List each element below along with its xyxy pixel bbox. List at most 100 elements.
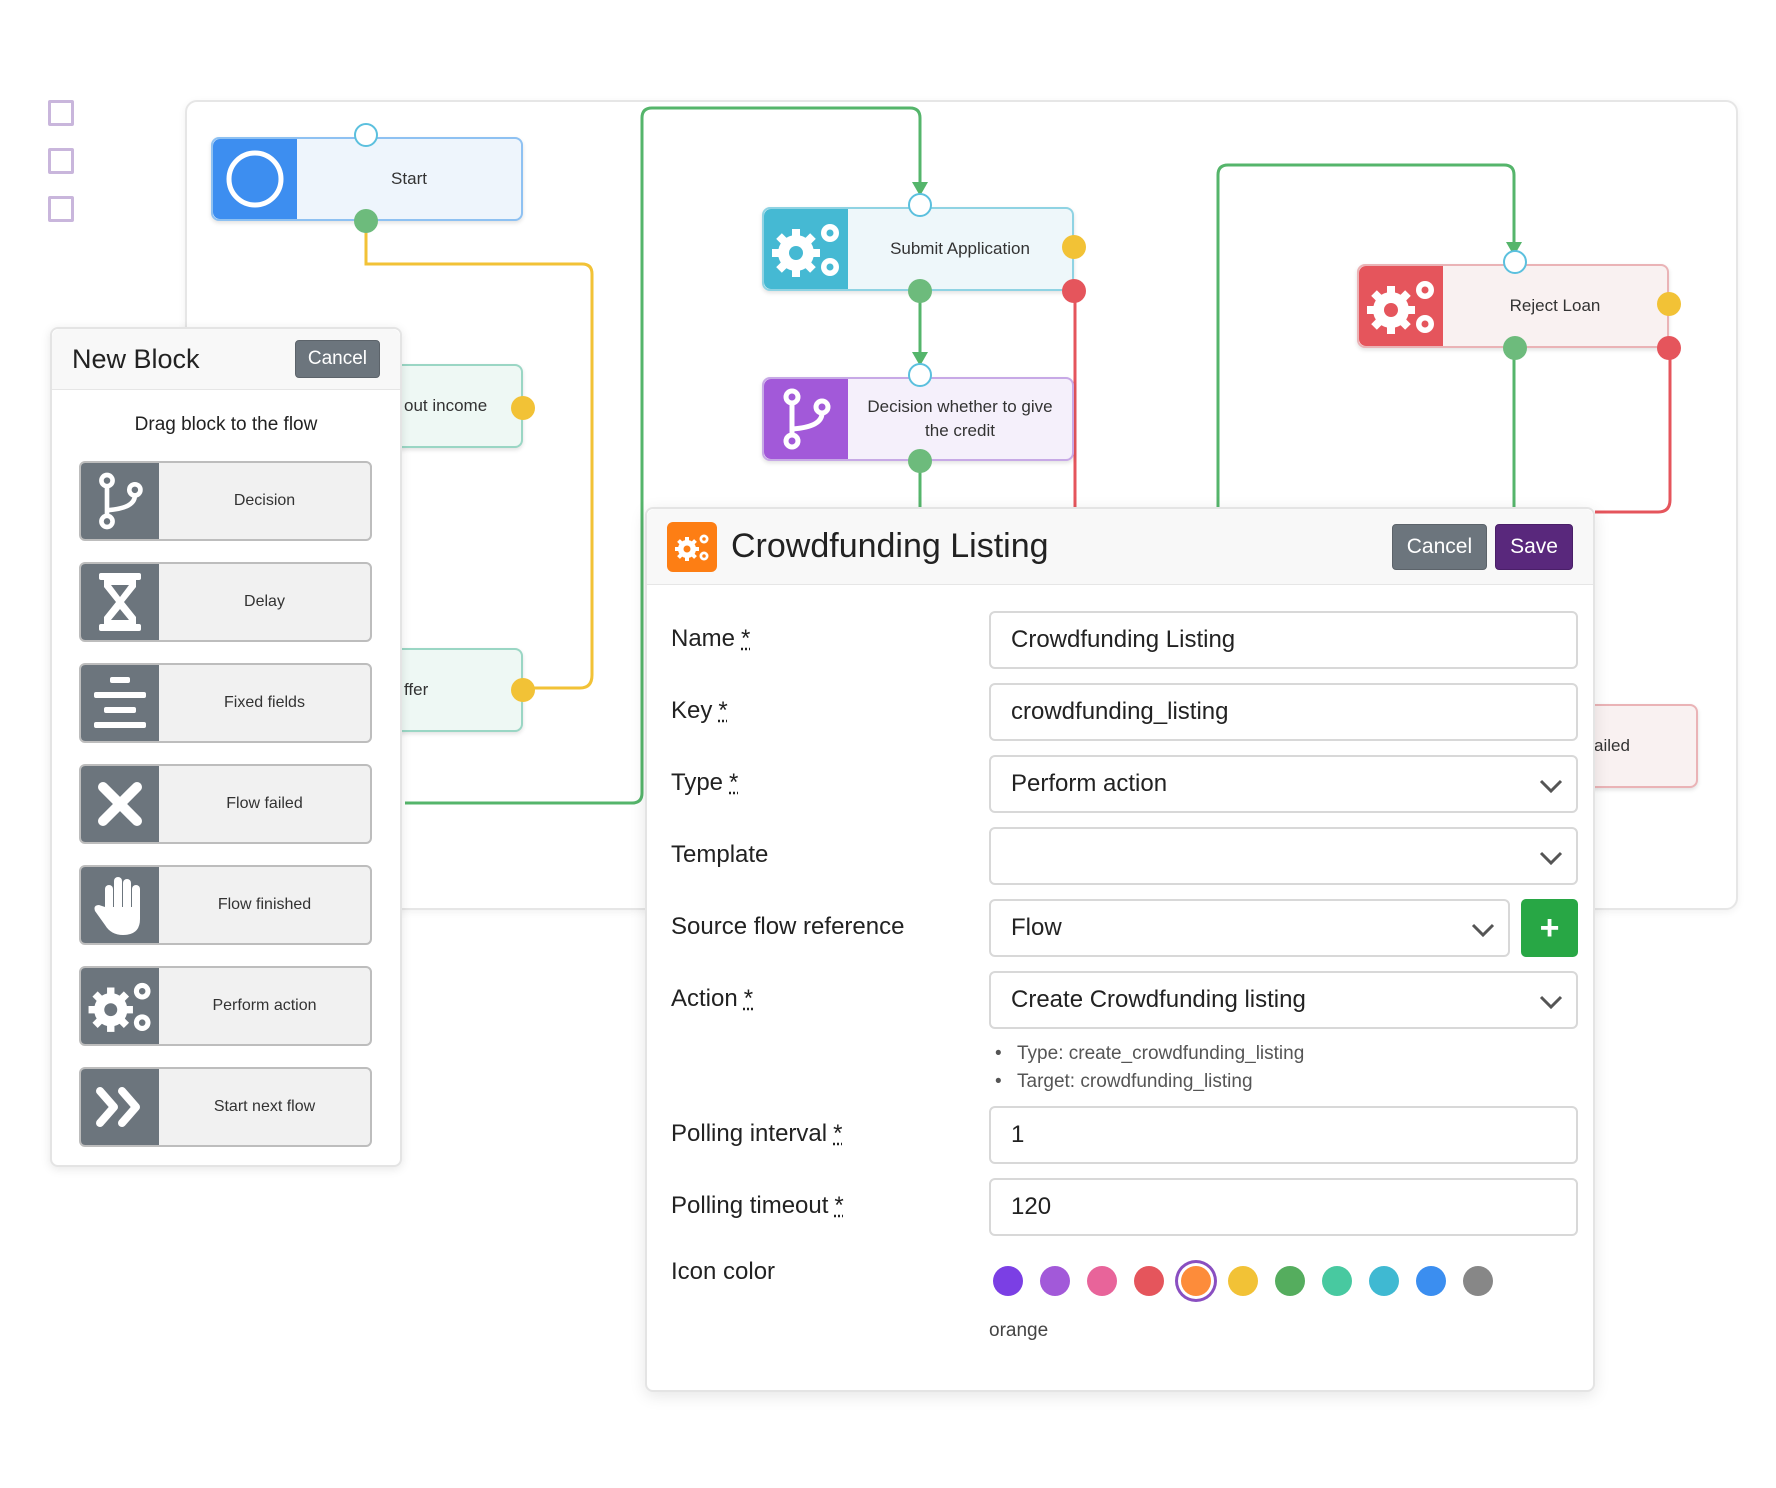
required-marker: *	[743, 985, 754, 1012]
node-label: ailed	[1594, 736, 1630, 755]
block-label: Flow finished	[217, 896, 312, 913]
color-swatch[interactable]	[1369, 1266, 1399, 1296]
select-value: Flow	[1011, 914, 1062, 941]
block-flow-failed[interactable]: Flow failed	[79, 764, 372, 844]
port-out[interactable]	[908, 279, 932, 303]
color-swatch[interactable]	[1322, 1266, 1352, 1296]
port-in[interactable]	[908, 363, 932, 387]
connector-start-branch	[364, 222, 594, 690]
x-icon	[81, 766, 159, 842]
cancel-button[interactable]: Cancel	[294, 340, 380, 378]
block-fixed-fields[interactable]: Fixed fields	[79, 663, 372, 743]
cancel-button[interactable]: Cancel	[1391, 523, 1488, 570]
block-perform-action[interactable]: Perform action	[79, 966, 372, 1046]
node-offer[interactable]: ffer	[380, 648, 535, 732]
connector-reject-error	[1595, 350, 1672, 514]
field-label: Key	[671, 697, 713, 724]
color-swatch[interactable]	[1275, 1266, 1305, 1296]
field-label: Name	[671, 625, 736, 652]
gears-icon	[667, 521, 717, 572]
port-in[interactable]	[1503, 250, 1527, 274]
color-swatch[interactable]	[993, 1266, 1023, 1296]
sidebar-toggle-2[interactable]	[48, 148, 74, 174]
node-reject-loan[interactable]: Reject Loan	[1357, 250, 1681, 360]
source-flow-select[interactable]: Flow	[989, 899, 1510, 957]
node-income[interactable]: out income	[380, 364, 535, 448]
color-swatch[interactable]	[1228, 1266, 1258, 1296]
field-label: Source flow reference	[671, 913, 905, 940]
panel-subtitle: Drag block to the flow	[134, 414, 318, 435]
key-input[interactable]: crowdfunding_listing	[989, 683, 1578, 741]
node-label: Start	[391, 169, 427, 188]
sidebar-toggle-1[interactable]	[48, 100, 74, 126]
block-label: Perform action	[212, 997, 317, 1014]
sidebar-toggle-3[interactable]	[48, 196, 74, 222]
field-label: Polling interval	[671, 1120, 828, 1147]
required-marker: *	[833, 1120, 843, 1147]
select-value: Perform action	[1011, 770, 1168, 797]
chevron-down-icon	[1539, 779, 1563, 794]
type-select[interactable]: Perform action	[989, 755, 1578, 813]
polling-interval-input[interactable]: 1	[989, 1106, 1578, 1164]
gears-icon	[81, 968, 159, 1044]
port-out-right[interactable]	[511, 396, 535, 420]
name-input[interactable]: Crowdfunding Listing	[989, 611, 1578, 669]
required-marker: *	[741, 625, 751, 652]
chevron-down-icon	[1471, 923, 1495, 938]
port-error[interactable]	[1062, 279, 1086, 303]
chevron-down-icon	[1539, 995, 1563, 1010]
add-flow-button[interactable]: +	[1521, 899, 1578, 957]
polling-timeout-input[interactable]: 120	[989, 1178, 1578, 1236]
port-error[interactable]	[1657, 336, 1681, 360]
field-label: Type	[671, 769, 724, 796]
block-label: Delay	[244, 593, 285, 610]
panel-title: New Block	[72, 343, 200, 374]
node-start[interactable]: Start	[211, 123, 523, 233]
node-submit-application[interactable]: Submit Application	[762, 193, 1086, 303]
action-hint-type: Type: create_crowdfunding_listing	[995, 1043, 1304, 1065]
connector-to-submit	[405, 106, 922, 805]
port-out[interactable]	[908, 449, 932, 473]
action-select[interactable]: Create Crowdfunding listing	[989, 971, 1578, 1029]
hourglass-icon	[81, 564, 159, 640]
port-out-right[interactable]	[1657, 292, 1681, 316]
field-label: Icon color	[671, 1258, 776, 1285]
port-out[interactable]	[354, 209, 378, 233]
color-swatch[interactable]	[1181, 1266, 1211, 1296]
action-hint-target: Target: crowdfunding_listing	[995, 1071, 1252, 1093]
color-swatch[interactable]	[1416, 1266, 1446, 1296]
port-in[interactable]	[908, 193, 932, 217]
hand-icon	[81, 867, 159, 943]
block-label: Flow failed	[226, 795, 303, 812]
block-delay[interactable]: Delay	[79, 562, 372, 642]
color-swatch[interactable]	[1087, 1266, 1117, 1296]
node-label: out income	[404, 396, 488, 415]
node-decision-credit[interactable]: Decision whether to give the credit	[762, 363, 1074, 473]
select-value: Create Crowdfunding listing	[1011, 986, 1306, 1013]
field-label: Template	[671, 841, 769, 868]
align-center-icon	[81, 665, 159, 741]
block-label: Start next flow	[213, 1098, 316, 1115]
field-label: Polling timeout	[671, 1192, 829, 1219]
modal-title: Crowdfunding Listing	[731, 527, 1049, 565]
circle-icon	[213, 139, 297, 219]
decision-icon	[81, 463, 159, 539]
port-in[interactable]	[354, 123, 378, 147]
required-marker: *	[834, 1192, 844, 1219]
block-flow-finished[interactable]: Flow finished	[79, 865, 372, 945]
double-chevron-icon	[81, 1069, 159, 1145]
template-select[interactable]	[989, 827, 1578, 885]
save-button[interactable]: Save	[1495, 523, 1573, 570]
new-block-panel: New Block Cancel Drag block to the flow …	[50, 327, 402, 1167]
block-decision[interactable]: Decision	[79, 461, 372, 541]
node-label: Submit Application	[890, 239, 1030, 258]
color-swatch[interactable]	[1463, 1266, 1493, 1296]
color-swatch[interactable]	[1134, 1266, 1164, 1296]
block-start-next-flow[interactable]: Start next flow	[79, 1067, 372, 1147]
color-swatch[interactable]	[1040, 1266, 1070, 1296]
port-out[interactable]	[1503, 336, 1527, 360]
port-out-right[interactable]	[511, 678, 535, 702]
node-label: ffer	[404, 680, 429, 699]
port-out-right[interactable]	[1062, 235, 1086, 259]
